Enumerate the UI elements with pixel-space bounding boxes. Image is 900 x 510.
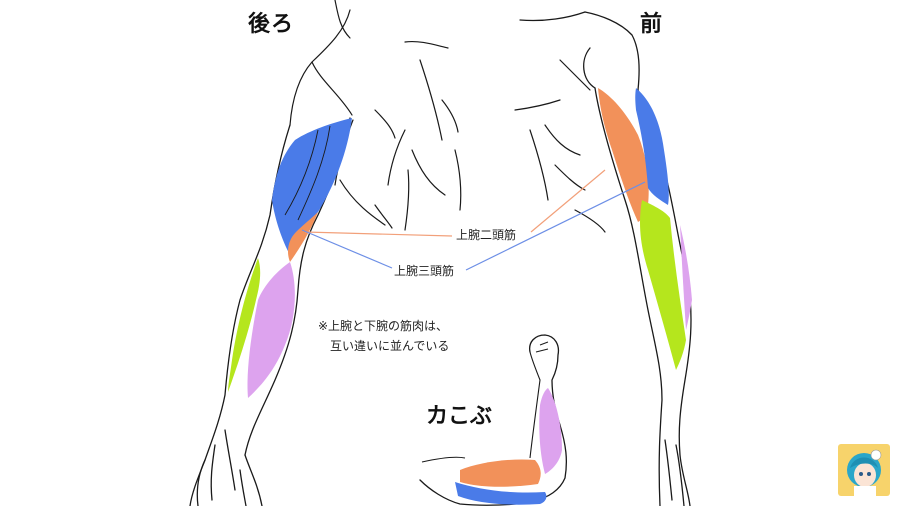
- flexed-forearm-purple: [539, 388, 562, 474]
- right-forearm-green: [640, 200, 686, 370]
- biceps-leader-left: [305, 232, 452, 236]
- right-arm-outline: [584, 12, 691, 506]
- flex-label: カこぶ: [426, 398, 492, 430]
- triceps-leader-left: [302, 230, 392, 268]
- character-avatar-icon: [838, 444, 890, 496]
- front-view-heading: 前: [640, 6, 663, 38]
- note-line-1: ※上腕と下腕の筋肉は、: [318, 316, 448, 336]
- torso-outline: [290, 0, 605, 232]
- triceps-label: 上腕三頭筋: [394, 262, 454, 279]
- flexed-forearm-line: [530, 352, 540, 458]
- leader-lines: [302, 170, 645, 270]
- biceps-label: 上腕二頭筋: [456, 226, 516, 243]
- note-line-2: 互い違いに並んでいる: [330, 336, 449, 356]
- biceps-leader-right: [531, 170, 605, 232]
- left-arm-muscles: [228, 118, 352, 398]
- back-view-heading: 後ろ: [248, 6, 294, 38]
- right-arm-muscles: [598, 88, 692, 370]
- flexed-biceps-orange: [460, 459, 541, 486]
